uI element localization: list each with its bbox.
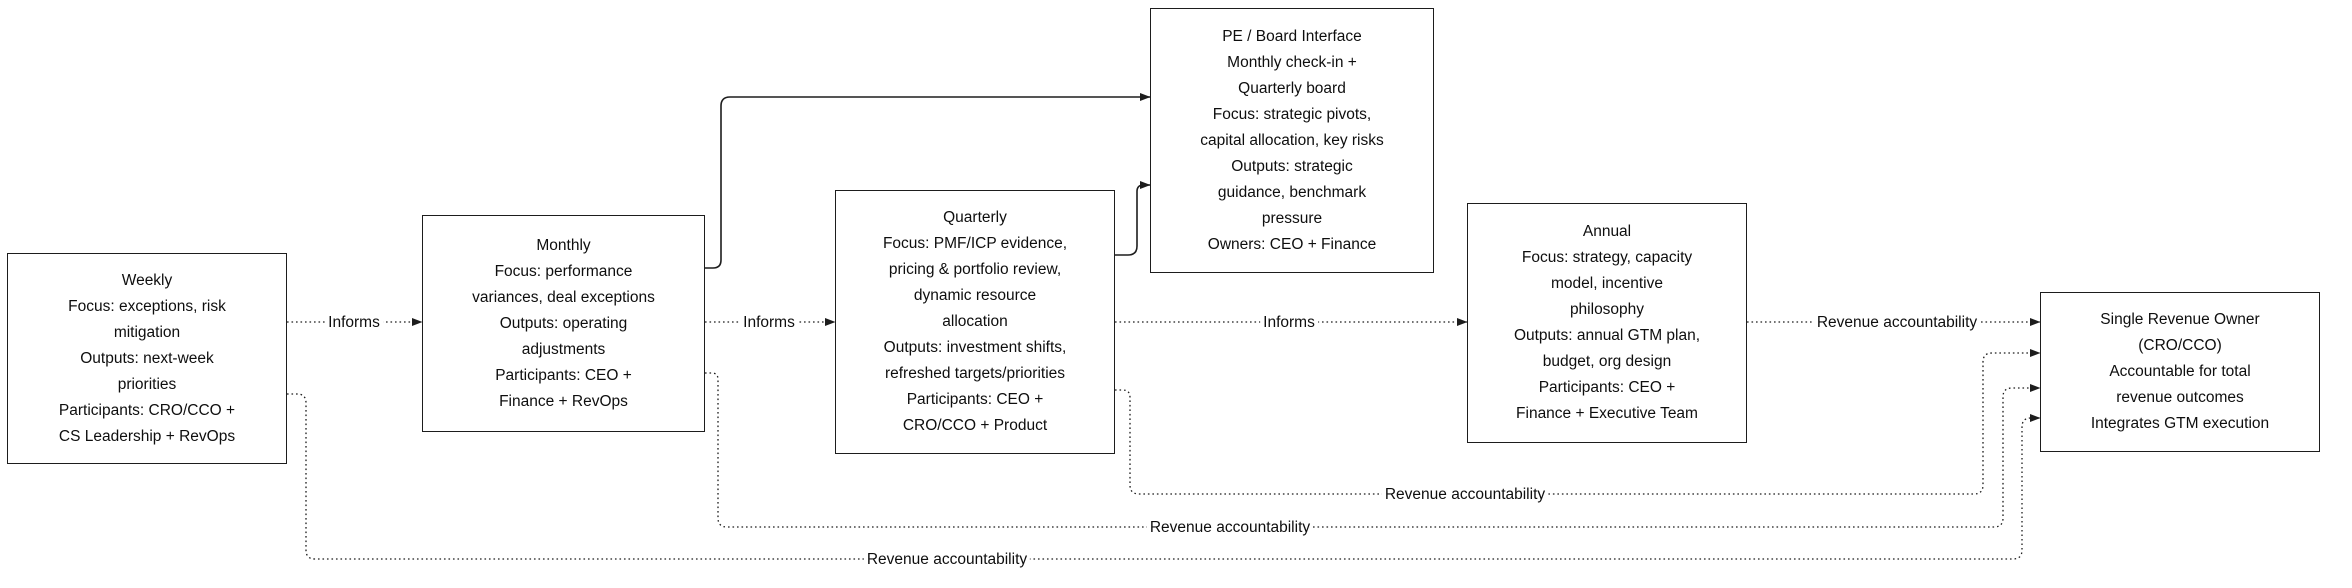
node-line: Focus: strategy, capacity (1521, 249, 1693, 266)
node-line: Outputs: operating (499, 314, 628, 332)
node-line: Focus: PMF/ICP evidence, (882, 235, 1068, 252)
node-line: Participants: CEO + (495, 366, 632, 384)
edge-label-annual-to-owner: Revenue accountability (1813, 313, 1981, 333)
node-line: guidance, benchmark (1217, 183, 1367, 201)
node-line: Focus: performance (494, 262, 633, 280)
node-line: refreshed targets/priorities (884, 365, 1066, 382)
node-line: Outputs: strategic (1231, 157, 1353, 175)
node-line: Focus: strategic pivots, (1212, 105, 1372, 123)
node-line: Monthly check-in + (1227, 53, 1357, 71)
node-line: Quarterly (943, 209, 1007, 226)
node-line: philosophy (1569, 301, 1645, 318)
node-line: Weekly (121, 271, 173, 289)
node-line: priorities (117, 375, 177, 393)
edge-label-weekly-to-owner: Revenue accountability (863, 550, 1031, 570)
node-line: allocation (942, 313, 1008, 330)
node-line: CS Leadership + RevOps (58, 427, 236, 445)
node-line: Finance + RevOps (499, 392, 628, 410)
node-line: Integrates GTM execution (2090, 415, 2270, 432)
node-line: mitigation (113, 323, 181, 341)
node-line: Participants: CEO + (906, 391, 1044, 408)
node-single-revenue-owner: Single Revenue Owner (CRO/CCO) Accountable… (2040, 292, 2320, 452)
node-line: budget, org design (1542, 353, 1672, 370)
node-line: Outputs: investment shifts, (883, 339, 1067, 356)
node-line: pressure (1261, 209, 1323, 227)
edge-label-quarterly-to-owner: Revenue accountability (1381, 485, 1549, 505)
node-line: PE / Board Interface (1222, 27, 1362, 45)
edge-monthly-to-owner (705, 372, 2041, 528)
node-line: (CRO/CCO) (2138, 337, 2222, 354)
node-line: Participants: CRO/CCO + (58, 401, 236, 419)
node-line: Focus: exceptions, risk (68, 297, 226, 315)
edge-label-weekly-to-monthly: Informs (325, 313, 383, 333)
edge-weekly-to-owner (287, 393, 2041, 560)
node-line: Quarterly board (1238, 79, 1346, 97)
edges (287, 93, 2041, 560)
edge-quarterly-to-owner (1115, 349, 2041, 495)
node-line: capital allocation, key risks (1200, 131, 1384, 149)
node-line: dynamic resource (913, 287, 1037, 304)
node-line: Single Revenue Owner (2100, 311, 2260, 328)
edge-monthly-to-pe-board (705, 93, 1151, 269)
node-line: pricing & portfolio review, (888, 261, 1062, 278)
node-line: Outputs: next-week (80, 349, 214, 367)
node-line: Participants: CEO + (1538, 379, 1676, 396)
edge-label-monthly-to-owner: Revenue accountability (1146, 518, 1314, 538)
edge-label-monthly-to-quarterly: Informs (740, 313, 798, 333)
node-line: CRO/CCO + Product (902, 417, 1048, 434)
node-line: model, incentive (1550, 275, 1663, 292)
node-line: revenue outcomes (2116, 389, 2244, 406)
node-line: Owners: CEO + Finance (1207, 235, 1377, 253)
edge-label-quarterly-to-annual: Informs (1260, 313, 1318, 333)
node-line: Accountable for total (2109, 363, 2251, 380)
node-line: Monthly (536, 236, 591, 254)
edge-quarterly-to-pe-board (1115, 181, 1151, 256)
node-line: Finance + Executive Team (1516, 405, 1698, 422)
node-line: Annual (1582, 223, 1632, 240)
node-line: variances, deal exceptions (472, 288, 655, 306)
node-line: Outputs: annual GTM plan, (1513, 327, 1701, 344)
node-line: adjustments (521, 340, 606, 358)
